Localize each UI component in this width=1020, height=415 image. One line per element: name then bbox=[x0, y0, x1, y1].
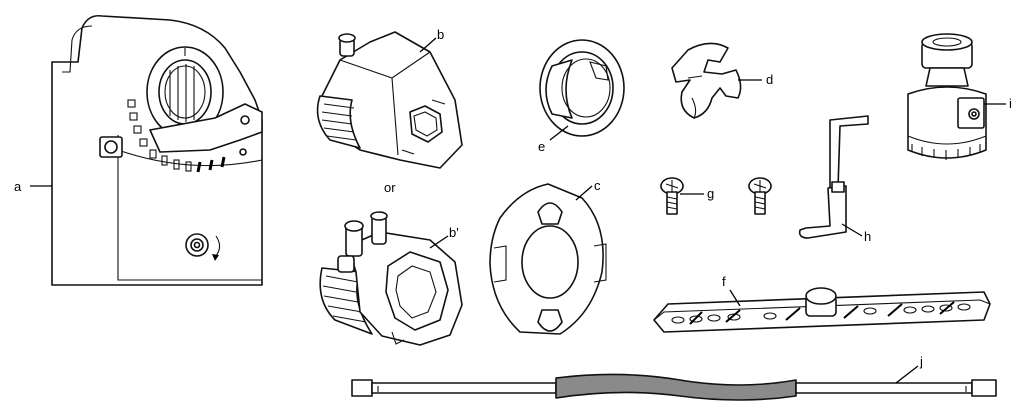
label-d: d bbox=[766, 72, 773, 87]
bracket-h bbox=[798, 115, 869, 239]
leader-line-h bbox=[841, 223, 863, 237]
shaft-adapter-b bbox=[316, 31, 463, 169]
actuator-housing bbox=[51, 14, 263, 286]
shaft-adapter-b-prime bbox=[319, 211, 463, 346]
label-i: i bbox=[1009, 96, 1012, 111]
label-e: e bbox=[538, 139, 545, 154]
mounting-strip-f bbox=[653, 287, 991, 333]
leader-line-f bbox=[729, 289, 741, 307]
label-or: or bbox=[384, 180, 396, 195]
label-j: j bbox=[919, 354, 923, 369]
screw-g-right bbox=[748, 177, 772, 215]
label-a: a bbox=[14, 179, 22, 194]
retaining-clip-d bbox=[671, 42, 742, 119]
label-c: c bbox=[594, 178, 601, 193]
leader-line-e bbox=[549, 125, 569, 141]
shaft-insert-c bbox=[489, 183, 607, 335]
screw-g-left bbox=[660, 177, 684, 215]
rod-j bbox=[351, 373, 997, 401]
leader-line-c bbox=[575, 185, 593, 201]
leader-line-b-prime bbox=[429, 235, 449, 249]
label-g: g bbox=[707, 186, 714, 201]
coupling-fitting-i bbox=[907, 33, 987, 160]
leader-line-j bbox=[895, 365, 919, 384]
bushing-ring-e bbox=[539, 39, 625, 137]
label-h: h bbox=[864, 229, 871, 244]
label-b: b bbox=[437, 27, 444, 42]
label-b-prime: b' bbox=[449, 225, 459, 240]
leader-line-b bbox=[419, 37, 437, 53]
label-f: f bbox=[722, 274, 726, 289]
